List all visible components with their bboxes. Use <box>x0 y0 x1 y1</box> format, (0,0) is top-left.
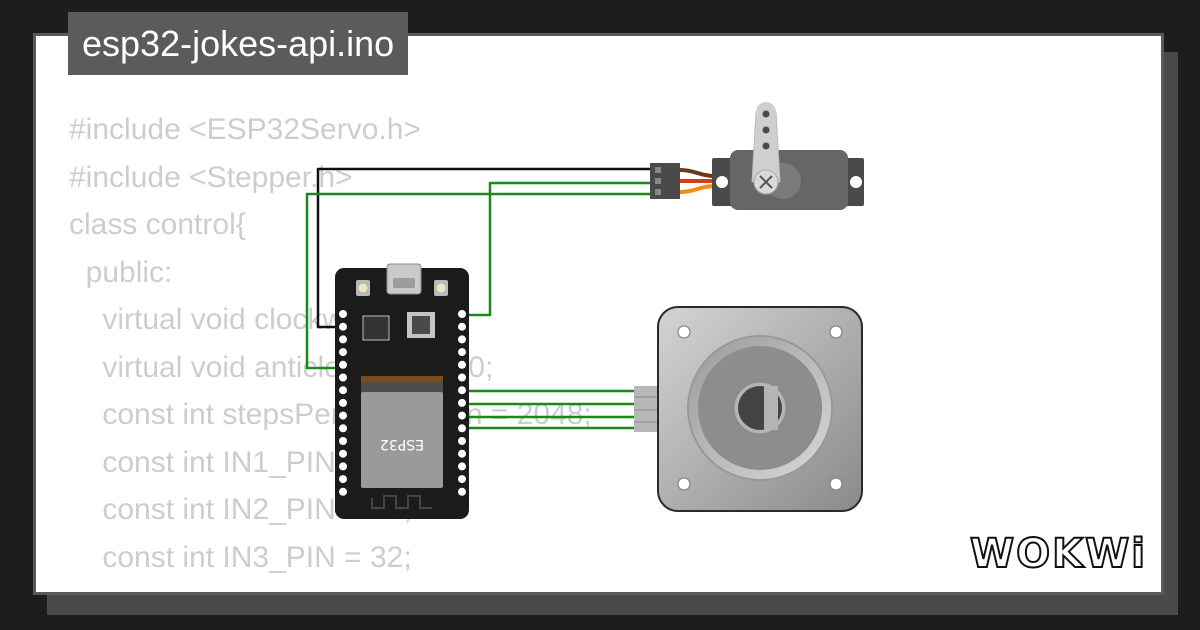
pin-hole <box>339 335 347 344</box>
stepper-motor[interactable] <box>634 306 863 512</box>
servo-wire-brown <box>679 168 715 178</box>
pin-hole <box>339 411 347 420</box>
pin-hole <box>339 462 347 471</box>
usb-chip <box>362 315 390 341</box>
code-line: class control{ <box>69 208 246 241</box>
pin-hole <box>458 335 466 344</box>
pin-hole <box>458 310 466 318</box>
servo-wire-orange <box>679 184 715 194</box>
code-line: const int IN4_PIN = 33; <box>69 581 592 592</box>
right-pin-header <box>458 310 466 496</box>
pin-hole <box>458 386 466 395</box>
pin-hole <box>339 360 347 369</box>
esp32-board[interactable]: ESP32 <box>335 263 469 519</box>
pin-hole <box>339 437 347 445</box>
preview-card: #include <ESP32Servo.h> #include <Stepper… <box>33 33 1164 595</box>
pin-hole <box>458 475 466 484</box>
pin-hole <box>339 322 347 331</box>
pin-hole <box>458 348 466 357</box>
page-title: esp32-jokes-api.ino <box>68 12 409 75</box>
stepper-pins <box>634 386 660 432</box>
pin-hole <box>339 373 347 382</box>
pin-hole <box>339 310 347 318</box>
left-pin-header <box>339 310 347 496</box>
wire-servo-gnd <box>316 167 652 329</box>
pin-hole <box>458 449 466 458</box>
pin-hole <box>458 322 466 331</box>
code-line: public: <box>69 255 173 289</box>
pin-hole <box>339 487 347 496</box>
code-line: const int IN3_PIN = 32; <box>69 540 412 574</box>
pin-hole <box>339 424 347 433</box>
pin-hole <box>458 398 466 407</box>
pin-hole <box>458 462 466 471</box>
wokwi-logo: WOKWi <box>969 530 1147 578</box>
esp32-label: ESP32 <box>380 436 424 452</box>
pin-hole <box>339 386 347 395</box>
pin-hole <box>458 437 466 445</box>
wire-servo-vcc <box>462 181 652 317</box>
servo-motor[interactable] <box>650 102 864 210</box>
wires <box>305 167 652 430</box>
esp32-module <box>361 392 443 488</box>
pin-hole <box>458 411 466 420</box>
wokwi-wordmark: WOKWi <box>970 531 1147 577</box>
pin-hole <box>339 475 347 484</box>
code-line: #include <ESP32Servo.h> <box>69 113 421 146</box>
code-line: #include <Stepper.h> <box>69 160 353 194</box>
wire-servo-signal <box>305 192 652 370</box>
pin-hole <box>458 373 466 382</box>
pin-hole <box>458 487 466 496</box>
pin-hole <box>458 424 466 433</box>
pin-hole <box>339 348 347 357</box>
pin-hole <box>458 360 466 369</box>
servo-connector <box>650 163 680 199</box>
pin-hole <box>339 398 347 407</box>
pin-hole <box>339 449 347 458</box>
